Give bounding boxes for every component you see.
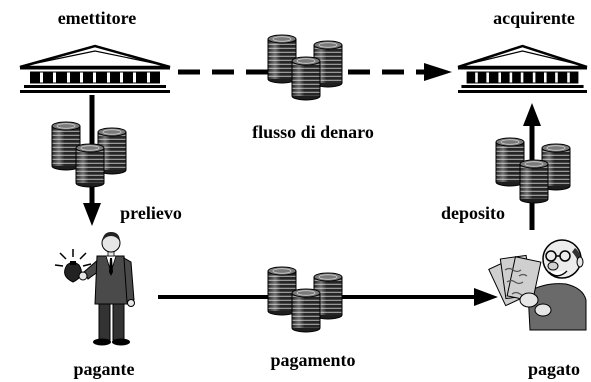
withdrawal-label: prelievo bbox=[120, 203, 182, 223]
glasses-icon bbox=[545, 250, 571, 262]
payee-ear bbox=[576, 256, 584, 268]
payer-leg-right bbox=[112, 303, 125, 341]
money-flow-coins-icon bbox=[267, 34, 343, 101]
money-bag-tie bbox=[70, 261, 76, 265]
payee-label: pagato bbox=[528, 359, 580, 379]
money-flow-label: flusso di denaro bbox=[252, 122, 374, 142]
payee-hand-right bbox=[534, 303, 552, 317]
payment-arrow-head bbox=[474, 288, 498, 306]
payer-hand bbox=[78, 271, 88, 281]
issuer-bank-icon bbox=[18, 44, 172, 95]
payer-label: pagante bbox=[73, 359, 134, 379]
payee-hair bbox=[572, 248, 581, 268]
payer-arm bbox=[123, 257, 135, 303]
money-bag-icon bbox=[64, 262, 82, 283]
deposit-arrow-head bbox=[523, 103, 541, 126]
sparkle-icon bbox=[54, 249, 92, 267]
payer-person-icon bbox=[54, 232, 135, 346]
money-flow-arrow-head bbox=[424, 63, 452, 81]
payer-shoe-right bbox=[112, 338, 130, 346]
payment-label: pagamento bbox=[271, 350, 356, 370]
payer-tie bbox=[109, 258, 113, 276]
money-flow-arrow bbox=[178, 63, 452, 81]
issuer-bank-label: emettitore bbox=[58, 8, 137, 28]
payer-hand-right bbox=[127, 299, 135, 307]
payer-leg-left bbox=[98, 303, 111, 341]
acquirer-bank-icon bbox=[456, 44, 589, 95]
withdrawal-arrow-head bbox=[83, 203, 101, 226]
payer-shoe-left bbox=[93, 338, 111, 346]
payee-body bbox=[527, 283, 587, 331]
withdrawal-coins-icon bbox=[51, 121, 127, 188]
deposit-label: deposito bbox=[441, 203, 505, 223]
payer-hair bbox=[102, 232, 120, 242]
payee-smile bbox=[548, 270, 568, 277]
payment-coins-icon bbox=[267, 266, 343, 333]
payee-person-icon bbox=[488, 239, 587, 331]
payee-hand-left bbox=[519, 292, 539, 308]
payee-nose bbox=[547, 261, 559, 271]
acquirer-bank-label: acquirente bbox=[493, 8, 575, 28]
